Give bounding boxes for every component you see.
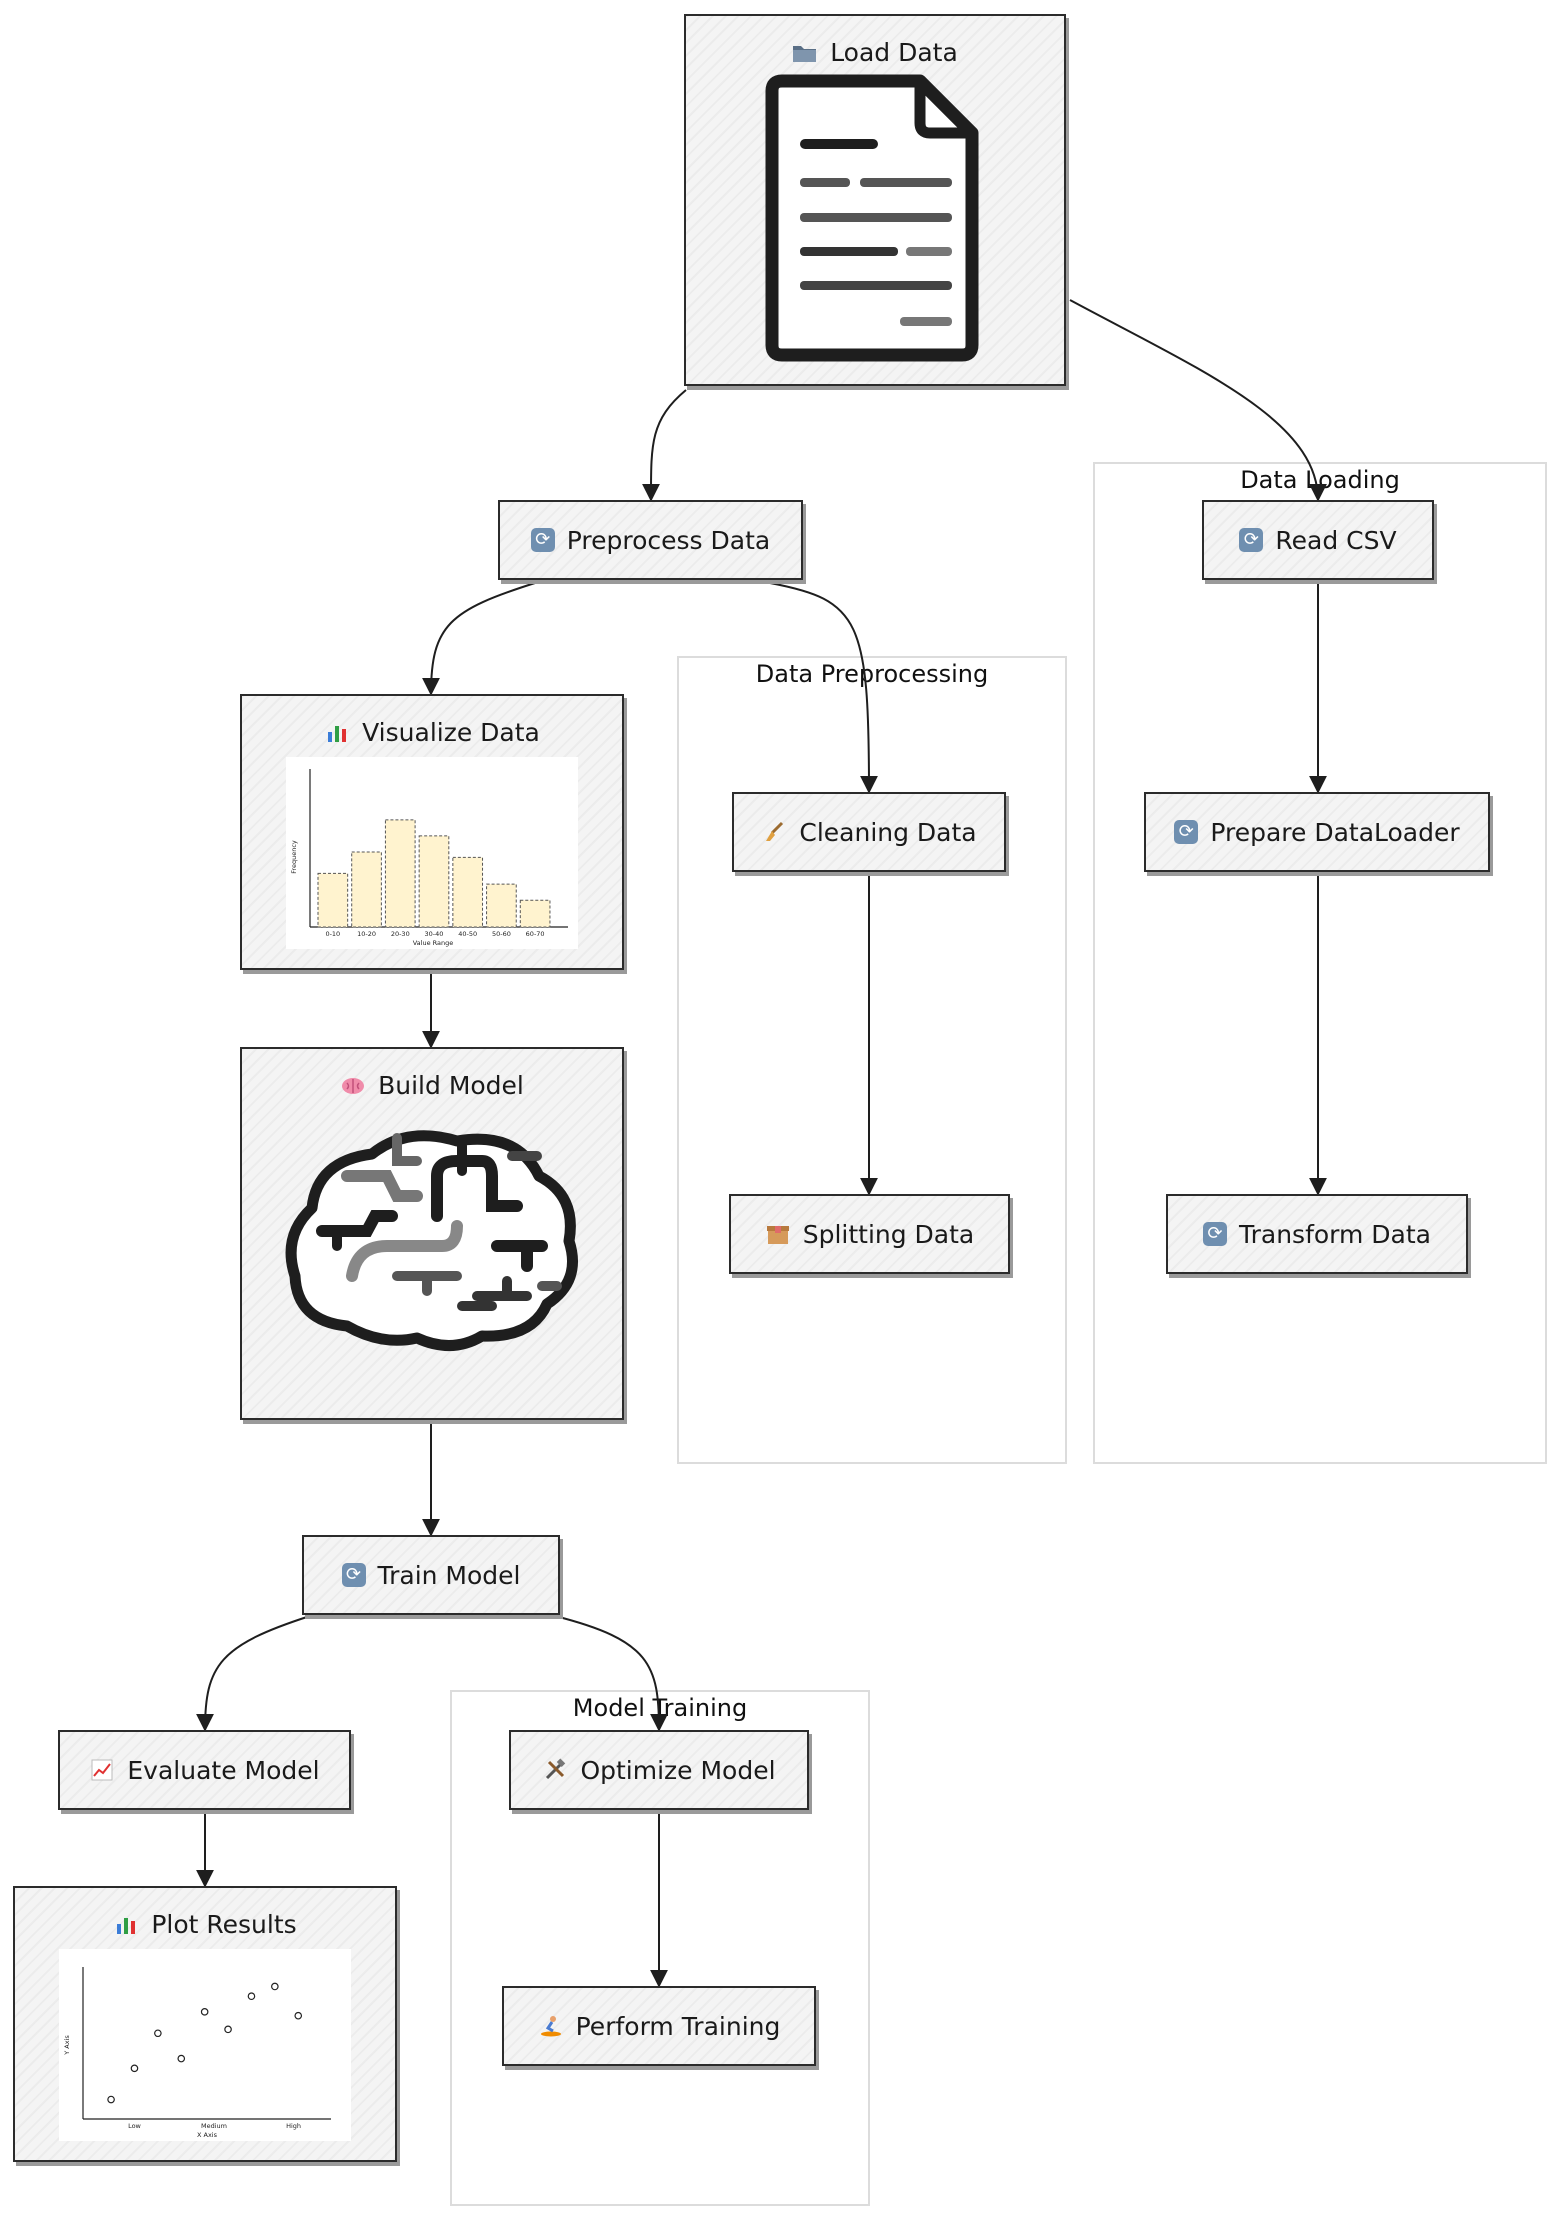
refresh-icon: ⟳ bbox=[341, 1563, 366, 1587]
x-tick-label: 60-70 bbox=[526, 930, 545, 938]
node-label: Cleaning Data bbox=[799, 817, 977, 847]
edge-train-to-evaluate bbox=[196, 1615, 311, 1732]
x-axis-label: Value Range bbox=[413, 939, 454, 947]
x-axis-label: X Axis bbox=[197, 2131, 218, 2139]
edge-preprocess-to-visualize bbox=[422, 582, 536, 696]
node-label: Prepare DataLoader bbox=[1210, 817, 1460, 847]
box-icon bbox=[765, 1221, 791, 1247]
node-transform-data[interactable]: ⟳ Transform Data bbox=[1166, 1194, 1468, 1274]
scatter-point bbox=[271, 1982, 279, 1991]
node-plot-results[interactable]: Plot Results Low Medium High X Axis Y Axis bbox=[13, 1886, 397, 2162]
edge-load-to-readcsv bbox=[1069, 299, 1327, 502]
x-tick-label: 40-50 bbox=[458, 930, 477, 938]
node-evaluate-model[interactable]: Evaluate Model bbox=[58, 1730, 351, 1810]
edge-load-to-preprocess bbox=[641, 389, 687, 502]
x-tick-label: High bbox=[286, 2122, 301, 2130]
node-load-data[interactable]: Load Data bbox=[684, 14, 1066, 386]
folder-icon bbox=[792, 40, 818, 66]
node-label: Preprocess Data bbox=[566, 525, 771, 555]
node-preprocess-data[interactable]: ⟳ Preprocess Data bbox=[498, 500, 803, 580]
x-tick-label: Low bbox=[128, 2122, 141, 2130]
node-label: Plot Results bbox=[151, 1910, 297, 1939]
tools-icon bbox=[542, 1757, 568, 1783]
group-data-preprocessing: Data Preprocessing bbox=[677, 656, 1067, 1464]
histogram-bar bbox=[486, 883, 517, 928]
x-tick-label: 0-10 bbox=[325, 930, 340, 938]
edge-train-to-optimize bbox=[554, 1615, 668, 1732]
node-label: Splitting Data bbox=[802, 1219, 975, 1249]
y-axis-label: Frequency bbox=[290, 840, 298, 874]
node-optimize-model[interactable]: Optimize Model bbox=[509, 1730, 809, 1810]
scatter-point bbox=[294, 2011, 303, 2020]
node-label: Build Model bbox=[378, 1071, 524, 1100]
node-cleaning-data[interactable]: Cleaning Data bbox=[732, 792, 1006, 872]
histogram-bar bbox=[519, 899, 551, 928]
scatter-point bbox=[177, 2054, 186, 2063]
scatter-point bbox=[107, 2095, 115, 2104]
node-label: Transform Data bbox=[1239, 1219, 1431, 1249]
histogram-bar bbox=[317, 872, 349, 928]
node-label: Evaluate Model bbox=[127, 1755, 320, 1785]
bar-chart-icon bbox=[324, 720, 350, 746]
line-chart-icon bbox=[89, 1757, 115, 1783]
node-train-model[interactable]: ⟳ Train Model bbox=[302, 1535, 560, 1615]
histogram-bar bbox=[452, 856, 484, 928]
document-icon bbox=[765, 74, 979, 362]
refresh-icon: ⟳ bbox=[530, 528, 555, 552]
node-label: Load Data bbox=[830, 38, 958, 67]
node-label: Optimize Model bbox=[580, 1755, 776, 1785]
node-read-csv[interactable]: ⟳ Read CSV bbox=[1202, 500, 1434, 580]
scatter-point bbox=[130, 2064, 139, 2073]
node-perform-training[interactable]: Perform Training bbox=[502, 1986, 816, 2066]
x-tick-label: 50-60 bbox=[492, 930, 511, 938]
scatter-chart: Low Medium High X Axis Y Axis bbox=[59, 1949, 351, 2141]
node-label: Perform Training bbox=[575, 2011, 781, 2041]
x-tick-label: 10-20 bbox=[357, 930, 376, 938]
edge-preprocess-to-cleaning bbox=[769, 582, 878, 794]
x-tick-label: 30-40 bbox=[425, 930, 444, 938]
x-tick-label: Medium bbox=[201, 2122, 227, 2130]
node-label: Read CSV bbox=[1275, 525, 1397, 555]
refresh-icon: ⟳ bbox=[1174, 820, 1199, 844]
x-tick-label: 20-30 bbox=[391, 930, 410, 938]
node-label: Train Model bbox=[377, 1560, 521, 1590]
scatter-point bbox=[154, 2029, 162, 2038]
brain-illustration bbox=[285, 1130, 578, 1352]
scatter-point bbox=[200, 2008, 209, 2016]
y-axis-label: Y Axis bbox=[63, 2035, 71, 2056]
histogram-bar bbox=[418, 835, 450, 928]
node-build-model[interactable]: Build Model bbox=[240, 1047, 624, 1420]
node-label: Visualize Data bbox=[362, 718, 540, 747]
broom-icon bbox=[761, 819, 787, 845]
refresh-icon: ⟳ bbox=[1203, 1222, 1227, 1246]
scatter-point bbox=[224, 2025, 232, 2034]
histogram-bar bbox=[384, 819, 416, 928]
histogram-chart: 0-10 10-20 20-30 30-40 40-50 50-60 60-70Value … bbox=[286, 757, 578, 949]
brain-icon bbox=[340, 1073, 366, 1099]
refresh-icon: ⟳ bbox=[1239, 528, 1264, 552]
surfer-icon bbox=[538, 2013, 564, 2039]
node-visualize-data[interactable]: Visualize Data 0-10 10-20 20-30 30-40 40-50 5… bbox=[240, 694, 624, 970]
group-title: Data Preprocessing bbox=[755, 660, 989, 688]
node-splitting-data[interactable]: Splitting Data bbox=[729, 1194, 1010, 1274]
histogram-bar bbox=[351, 851, 382, 928]
bar-chart-icon bbox=[113, 1912, 139, 1938]
node-prepare-dataloader[interactable]: ⟳ Prepare DataLoader bbox=[1144, 792, 1490, 872]
scatter-point bbox=[247, 1992, 256, 2001]
